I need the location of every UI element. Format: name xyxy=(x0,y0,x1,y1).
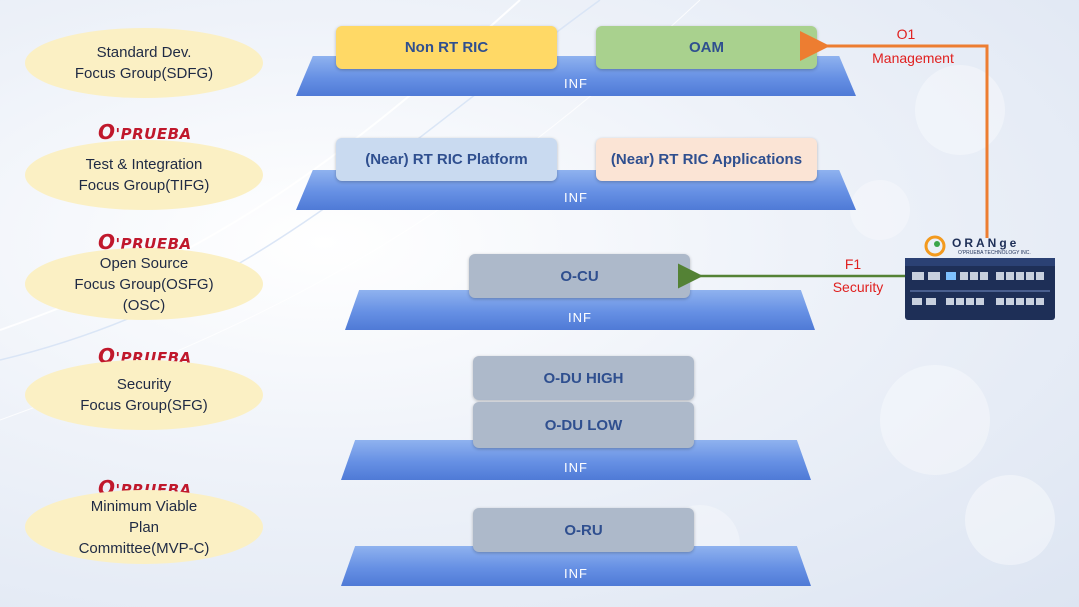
group-line: Open Source xyxy=(99,254,189,272)
group-line: Focus Group(SDFG) xyxy=(74,65,214,82)
group-line: Standard Dev. xyxy=(96,44,192,61)
o-du-high-box: O-DU HIGH xyxy=(473,356,694,400)
group-mvpc: Minimum Viable Plan Committee(MVP-C) xyxy=(25,490,263,564)
device-brand: ORANge xyxy=(952,236,1020,250)
group-line: Test & Integration xyxy=(85,156,203,173)
o-cu-box: O-CU xyxy=(469,254,690,298)
group-line: Focus Group(SFG) xyxy=(80,397,208,414)
near-rt-ric-applications-box: (Near) RT RIC Applications xyxy=(596,138,817,181)
o1-label: O1 xyxy=(896,26,916,42)
group-sdfg: Standard Dev. Focus Group(SDFG) xyxy=(25,28,263,98)
group-osfg: Open Source Focus Group(OSFG) (OSC) xyxy=(25,248,263,320)
o-ru-box: O-RU xyxy=(473,508,694,552)
server-rack-icon xyxy=(905,235,1055,320)
orange-device: ORANge O'PRUEBA TECHNOLOGY INC. xyxy=(900,232,1060,324)
near-rt-ric-platform-box: (Near) RT RIC Platform xyxy=(336,138,557,181)
group-line: Focus Group(OSFG) xyxy=(74,275,214,293)
device-subtitle: O'PRUEBA TECHNOLOGY INC. xyxy=(958,250,1031,256)
group-line: Focus Group(TIFG) xyxy=(78,177,210,194)
group-line: Committee(MVP-C) xyxy=(78,539,210,557)
o-du-low-box: O-DU LOW xyxy=(473,402,694,448)
group-line: Plan xyxy=(128,518,160,536)
group-line: (OSC) xyxy=(122,296,166,314)
oam-box: OAM xyxy=(596,26,817,69)
f1-label: F1 xyxy=(844,256,862,272)
inf-platform-5: INF xyxy=(341,546,811,586)
group-line: Security xyxy=(116,376,172,393)
f1-desc: Security xyxy=(832,279,884,295)
oprueba-logo: O'PRUEBA xyxy=(98,120,192,144)
non-rt-ric-box: Non RT RIC xyxy=(336,26,557,69)
group-tifg: Test & Integration Focus Group(TIFG) xyxy=(25,140,263,210)
group-sfg: Security Focus Group(SFG) xyxy=(25,360,263,430)
o1-desc: Management xyxy=(872,50,954,66)
group-line: Minimum Viable xyxy=(90,497,198,515)
